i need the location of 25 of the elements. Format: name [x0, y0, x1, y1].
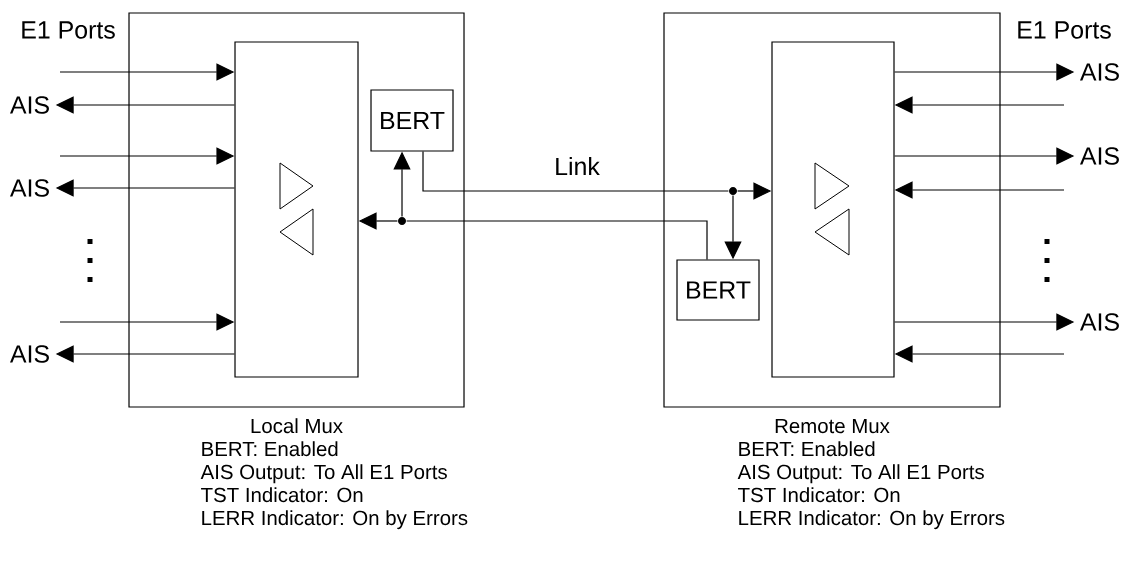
signal-label: AIS: [1080, 63, 1119, 81]
node-label: Remote Mux: [775, 418, 890, 434]
switch-block: [771, 41, 895, 378]
node-label: Local Mux: [251, 418, 343, 434]
status-line: TST Indicator: On: [201, 487, 363, 503]
switch-block: [234, 41, 359, 378]
signal-label: AIS: [10, 179, 49, 197]
bert-box: BERT: [370, 89, 454, 152]
status-line: AIS Output: To All E1 Ports: [737, 464, 984, 484]
connector-line: [406, 220, 708, 260]
connector-line: [422, 151, 729, 192]
bert-box: BERT: [676, 259, 760, 321]
status-line: BERT: Enabled: [202, 441, 338, 457]
status-line: AIS Output: To All E1 Ports: [200, 464, 447, 484]
port-label: E1 Ports: [1018, 21, 1111, 39]
edge-label: Link: [556, 156, 600, 175]
status-line: TST Indicator: On: [738, 487, 900, 503]
status-line: LERR Indicator: On by Errors: [202, 510, 468, 530]
signal-label: AIS: [10, 96, 49, 114]
port-label: E1 Ports: [22, 21, 115, 39]
signal-label: AIS: [1080, 147, 1119, 165]
status-line: LERR Indicator: On by Errors: [739, 510, 1005, 530]
status-line: BERT: Enabled: [739, 441, 875, 457]
signal-label: AIS: [1080, 313, 1119, 331]
signal-label: AIS: [10, 345, 49, 363]
